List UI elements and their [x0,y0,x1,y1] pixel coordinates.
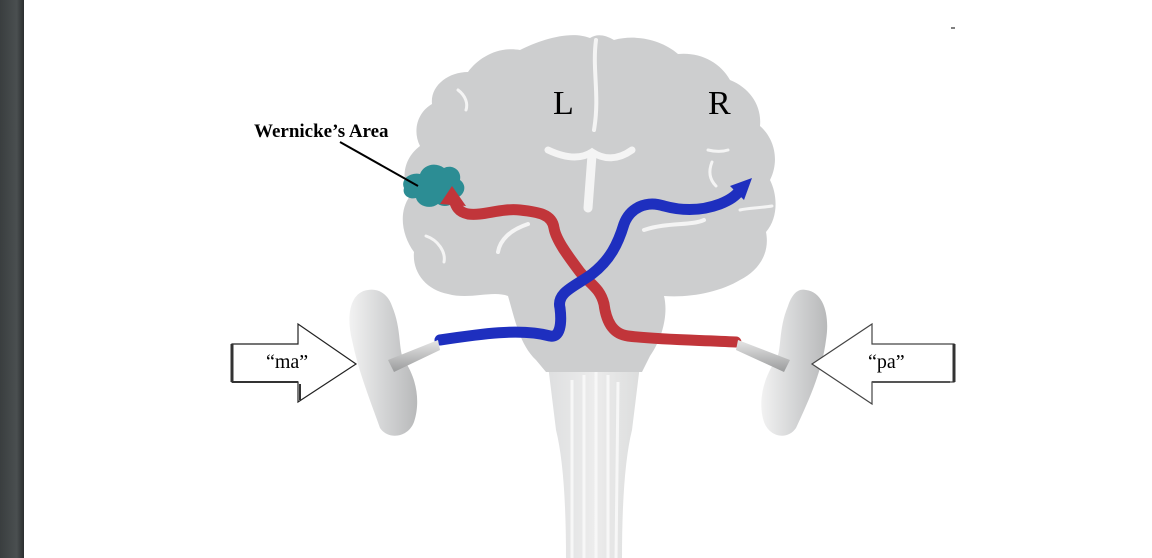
red-pathway [440,186,742,348]
right-ear-sound-label: “pa” [868,351,905,373]
brain [402,35,776,372]
left-hemisphere-label: L [553,85,574,122]
brainstem [548,365,640,558]
wernicke-area-label: Wernicke’s Area [254,121,389,142]
left-ear-sound-label: “ma” [266,351,308,373]
right-hemisphere-label: R [708,85,731,122]
wernicke-pointer [339,141,419,187]
blue-pathway [434,178,752,346]
arrow-right-icon [230,322,358,404]
arrow-left-icon [810,322,956,406]
red-arrowhead [440,186,466,206]
side-bar [0,0,24,558]
right-ear-icon [736,289,828,436]
blue-arrowhead [730,178,752,200]
left-ear-icon [349,289,440,436]
